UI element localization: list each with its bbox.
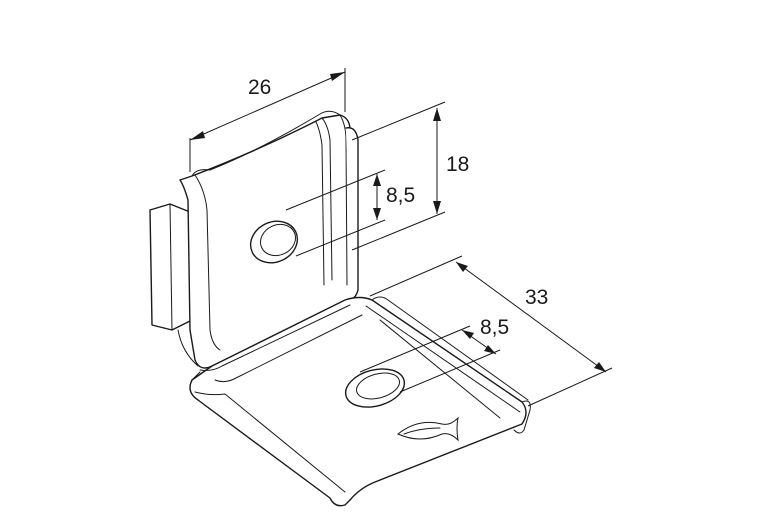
dimension-height-18 xyxy=(351,101,446,251)
dimension-label-18: 18 xyxy=(446,153,469,176)
base-plate xyxy=(189,296,531,507)
dimension-hole-lower xyxy=(359,325,501,393)
dimension-label-hole-upper: 8,5 xyxy=(386,184,415,207)
dimension-label-33: 33 xyxy=(525,286,548,309)
fish-logo-icon xyxy=(397,416,459,442)
vertical-plate xyxy=(179,110,353,369)
dimension-hole-upper xyxy=(285,169,386,257)
dimension-depth-33 xyxy=(369,255,613,407)
dimension-label-26: 26 xyxy=(248,76,271,99)
dimension-label-hole-lower: 8,5 xyxy=(480,316,509,339)
dimension-width-26 xyxy=(189,68,346,172)
